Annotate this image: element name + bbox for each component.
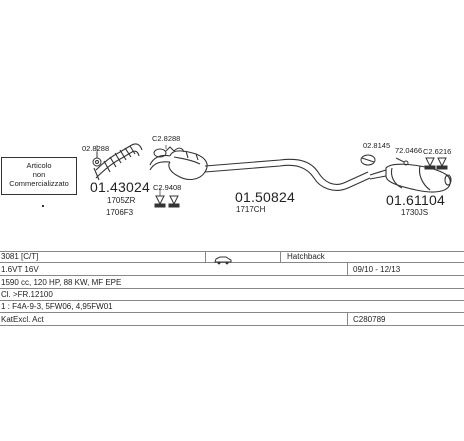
rear-hanger-c2-6216 — [424, 157, 448, 170]
table-row-divider-5 — [0, 312, 464, 313]
car-icon — [214, 256, 232, 265]
table-row-divider-3 — [0, 288, 464, 289]
hanger-c2-9408 — [154, 188, 180, 208]
vehicle-model: 3081 [C/T] — [1, 252, 39, 261]
chassis-spec: Cl. >FR.12100 — [1, 290, 53, 299]
table-col-divider-4 — [347, 312, 348, 325]
code-middle-hanger[interactable]: C2.9408 — [153, 183, 182, 192]
centre-pipe — [204, 158, 371, 191]
code-middle-clamp[interactable]: C2.8288 — [152, 134, 181, 143]
exhaust-diagram — [92, 143, 452, 208]
code-rear-clamp[interactable]: 02.8145 — [363, 141, 391, 150]
body-type: Hatchback — [287, 252, 325, 261]
table-bottom-border — [0, 325, 464, 326]
part-number-centre-pipe[interactable]: 01.50824 — [235, 189, 295, 205]
front-clamp — [92, 152, 102, 167]
engine: 1.6VT 16V — [1, 265, 39, 274]
rear-silencer — [369, 163, 452, 193]
front-pipe — [93, 143, 143, 181]
table-col-divider-3 — [347, 262, 348, 275]
engine-codes: 1 : F4A-9-3, 5FW06, 4,95FW01 — [1, 302, 113, 311]
part-ref-front-pipe-2: 1706F3 — [106, 208, 134, 217]
table-top-border — [0, 251, 464, 252]
not-available-notice: Articolo non Commercializzato — [1, 157, 77, 195]
catalyst-code: C280789 — [353, 315, 386, 324]
catalyst-note: KatExcl. Act — [1, 315, 44, 324]
table-row-divider-1 — [0, 262, 464, 263]
table-col-divider-2 — [280, 251, 281, 262]
rear-clamp-02-8145 — [360, 154, 376, 166]
notice-line-3: Commercializzato — [9, 179, 69, 188]
middle-silencer — [149, 150, 208, 181]
table-row-divider-2 — [0, 275, 464, 276]
production-dates: 09/10 - 12/13 — [353, 265, 401, 274]
rear-bolt-72-0466 — [395, 157, 409, 166]
notice-line-2: non — [32, 170, 46, 179]
code-front-clamp[interactable]: 02.8288 — [82, 144, 110, 153]
engine-spec: 1590 cc, 120 HP, 88 KW, MF EPE — [1, 278, 122, 287]
code-rear-bolt[interactable]: 72.0466 — [395, 146, 423, 155]
part-number-front-pipe[interactable]: 01.43024 — [90, 179, 150, 195]
part-ref-rear-silencer: 1730JS — [401, 208, 429, 217]
part-number-rear-silencer[interactable]: 01.61104 — [386, 192, 445, 208]
part-ref-front-pipe-1: 1705ZR — [107, 196, 136, 205]
notice-line-1: Articolo — [26, 161, 52, 170]
table-col-divider-1 — [205, 251, 206, 262]
bullet-dot — [42, 205, 44, 207]
table-row-divider-4 — [0, 300, 464, 301]
part-ref-centre-pipe: 1717CH — [236, 205, 266, 214]
code-rear-hanger[interactable]: C2.6216 — [423, 147, 452, 156]
clamp-c2-8288 — [153, 146, 185, 158]
